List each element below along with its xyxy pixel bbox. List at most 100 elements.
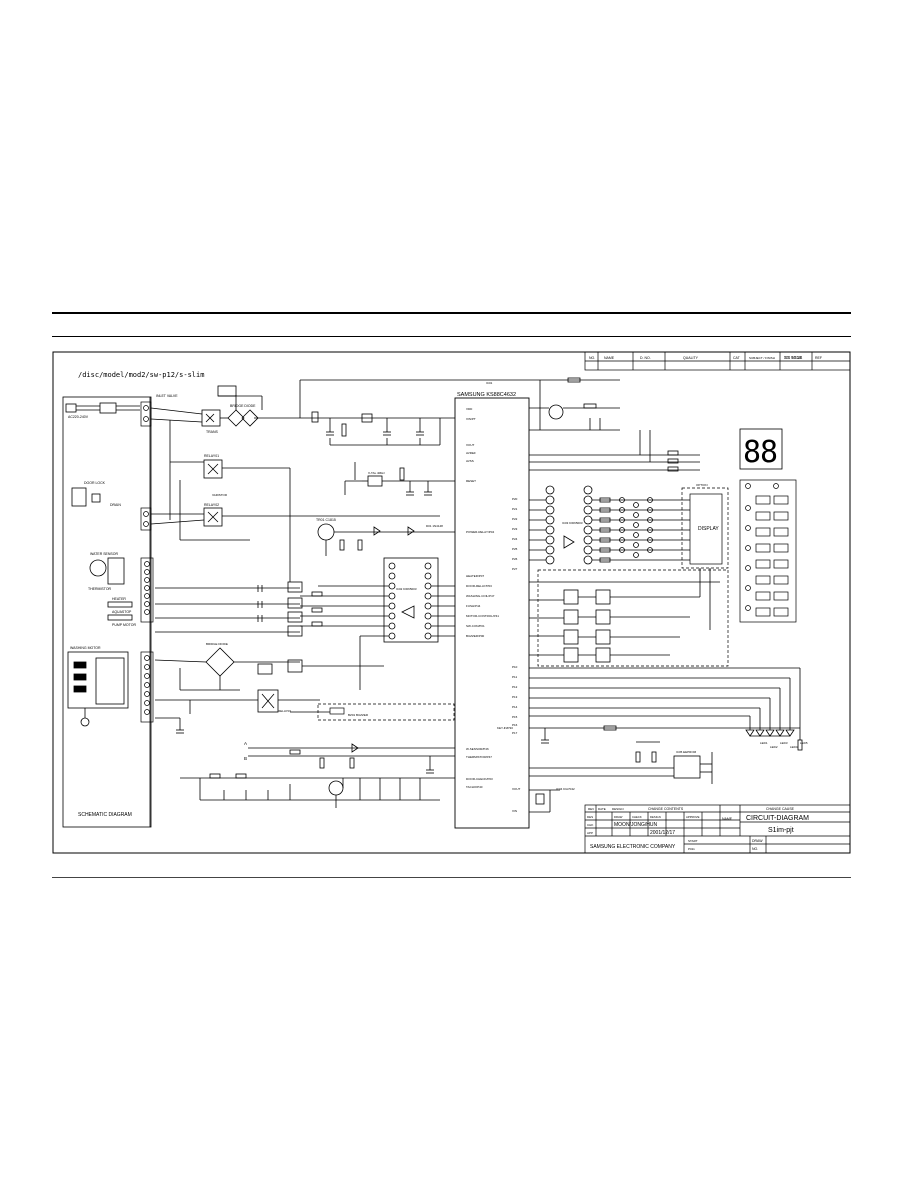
- label-ic03: IC03 KID65003: [562, 521, 583, 525]
- ic02-driver: [300, 557, 455, 690]
- tb-col-approve: APPROVE: [686, 815, 700, 819]
- segment-pin-map: [739, 479, 797, 623]
- label-ic02: IC02 KID65003: [396, 587, 417, 591]
- mcu-pin-reset: RESET: [466, 479, 476, 483]
- buzzer-block: [290, 703, 455, 721]
- label-schematic-diagram: SCHEMATIC DIAGRAM: [78, 812, 132, 818]
- led4-label: LED4: [790, 745, 798, 749]
- label-d01: D01 1N4148: [426, 524, 443, 528]
- tb-company: SAMSUNG ELECTRONIC COMPANY: [590, 844, 676, 850]
- mcu-pin-p23: P23: [512, 527, 518, 531]
- label-door-lock: DOOR LOCK: [84, 481, 106, 485]
- mcu-pin-xout-right: XOUT: [512, 787, 521, 791]
- header-cell-cat: CAT: [733, 356, 741, 360]
- header-cell-name: NAME: [604, 356, 615, 360]
- mcu-pin-p10: P10: [512, 665, 518, 669]
- display-label: DISPLAY: [698, 526, 719, 532]
- mcu-pin-xin-right: XIN: [512, 809, 517, 813]
- transistor-tr01: [317, 523, 455, 556]
- mcu-pin-p14: P14: [512, 705, 518, 709]
- label-varistor: VARISTOR: [212, 493, 228, 497]
- tb-start: START: [688, 839, 698, 843]
- mcu-pin-p25: P25: [512, 547, 518, 551]
- tb-draw: DRAW: [752, 839, 763, 843]
- left-block: [62, 396, 152, 828]
- mcu-pin-p15: P15: [512, 715, 518, 719]
- label-heater: HEATER: [112, 597, 126, 601]
- mcu-pin-p11: P11: [512, 675, 517, 679]
- label-tr01: TR01 C1815: [316, 518, 336, 522]
- label-pump-motor: PUMP MOTOR: [112, 623, 136, 627]
- label-inlet-valve: INLET VALVE: [156, 394, 178, 398]
- mcu-ic: [454, 397, 530, 829]
- tb-date: DATE: [598, 807, 606, 811]
- mcu-pin-key-in: KEY-IN/P30: [497, 726, 513, 730]
- header-cell-no: NO.: [589, 356, 595, 360]
- tb-row-chk: CHK: [587, 823, 593, 827]
- tb-row-des: DES: [587, 815, 593, 819]
- key-switch-matrix: [529, 568, 803, 751]
- mcu-pin-w-sensor: W-SENSOR/P46: [466, 747, 489, 751]
- label-trans: TRANS: [206, 430, 219, 434]
- mcu-pin-washing-coil: WASHING-COIL/P47: [466, 594, 495, 598]
- title-block: [584, 804, 851, 854]
- schematic-frame: [52, 351, 851, 854]
- label-relay03: RELAY03: [278, 709, 291, 713]
- mcu-pin-thermistor: THERMISTOR/P47: [466, 755, 492, 759]
- header-cell-dno: D. NO.: [640, 356, 651, 360]
- seven-seg-display: 8 8: [739, 428, 783, 470]
- tb-change-contents: CHANGE CONTENTS: [648, 807, 684, 811]
- mcu-pin-vdd: VDD: [466, 407, 473, 411]
- tb-change-cause: CHANGE CAUSE: [766, 807, 795, 811]
- tb-col-design: DESIGN: [650, 815, 661, 819]
- header-cell-subject: SUBJECT / FINISH: [749, 356, 775, 360]
- mcu-pin-buzzer: BUZZER/P00: [466, 634, 485, 638]
- mcu-code: IC01: [486, 381, 493, 385]
- mcu-pin-xout: XOUT: [466, 443, 475, 447]
- label-washing-motor: WASHING MOTOR: [70, 646, 101, 650]
- mcu-pin-power-relay: POWER-RELAY/P04: [466, 530, 494, 534]
- mcu-pin-avref: AVREF: [466, 451, 476, 455]
- mcu-left-pins: VDD XIN/PT XOUT AVREF AVSS RESET POWER-R…: [466, 407, 499, 789]
- tb-date-value: 2001/12/17: [650, 830, 675, 836]
- label-thermistor: THERMISTOR: [88, 587, 112, 591]
- led2-label: LED2: [770, 745, 778, 749]
- tb-design: DESIGN: [612, 807, 624, 811]
- tb-title: CIRCUIT-DIAGRAM: [746, 815, 809, 822]
- tb-designer: MOON/JONG/HUN: [614, 822, 657, 828]
- mcu-pin-door-relay: DOOR-RELAY/P03: [466, 584, 492, 588]
- tb-col-draw: DRAW: [614, 815, 623, 819]
- mcu-pin-door-check: DOOR-CHECK/P03: [466, 777, 493, 781]
- power-section: [150, 379, 620, 446]
- label-buzzer: BZ01 BUZZER: [348, 713, 369, 717]
- relay-section: [150, 420, 440, 582]
- header-cell-quality: QUALITY: [683, 356, 699, 360]
- mcu-pin-p13: P13: [512, 695, 518, 699]
- label-ic04: IC04 KIA7042: [556, 787, 575, 791]
- mcu-pin-sw-con: SW-CON/P01: [466, 624, 485, 628]
- mcu-title: SAMSUNG KS88C4632: [457, 392, 516, 398]
- tb-model: S1im-pjt: [768, 827, 794, 834]
- mcu-pin-p27: P27: [512, 567, 518, 571]
- seg-digit-1: 8: [743, 435, 761, 470]
- tb-start2: P011: [688, 847, 695, 851]
- mcu-pin-p20: P20: [512, 497, 518, 501]
- triac-rows: [155, 581, 323, 637]
- label-relay01: RELAY01: [204, 454, 219, 458]
- tb-rev: REV: [588, 807, 594, 811]
- mcu-pin-xin: XIN/PT: [466, 417, 476, 421]
- label-bridge-diode: BRIDGE DIODE: [230, 404, 256, 408]
- mcu-pin-tacho: TACHO/P40: [466, 785, 483, 789]
- tb-col-check: CHECK: [632, 815, 642, 819]
- label-aquastop: AQUASTOP: [112, 610, 132, 614]
- mcu-pin-p16: P16: [512, 723, 518, 727]
- left-connectors: [140, 401, 154, 723]
- top-rule-lower: [52, 336, 851, 337]
- node-a: A: [244, 741, 247, 746]
- sensor-section: [180, 743, 455, 808]
- mcu-right-pins: P20 P21 P22 P23 P24 P25 P26 P27 P10 P11 …: [497, 497, 521, 813]
- led1-label: LED1: [760, 741, 768, 745]
- mcu-pin-p24: P24: [512, 537, 518, 541]
- node-b: B: [244, 756, 247, 761]
